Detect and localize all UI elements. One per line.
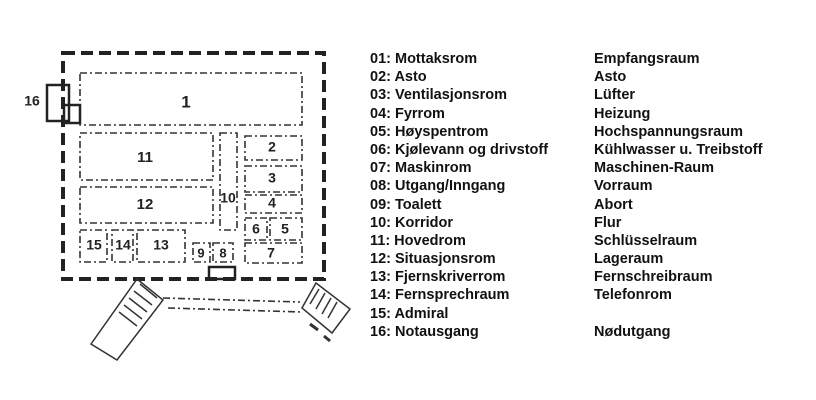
legend-german: Fernschreibraum [594,269,713,286]
legend-german: Kühlwasser u. Treibstoff [594,141,763,158]
label-16: 16 [24,93,40,109]
legend-norwegian: 14: Fernsprechraum [370,287,510,304]
legend-norwegian: 16: Notausgang [370,323,479,340]
legend-german: Heizung [594,105,651,122]
outer-wall [61,51,326,281]
room-12 [79,186,214,224]
legend-german: Telefonrom [594,287,672,304]
legend-norwegian: 15: Admiral [370,305,449,322]
room-8 [212,242,234,263]
room-4 [244,194,303,214]
label-1: 1 [181,92,190,111]
label-15: 15 [86,237,102,253]
left-stairs [89,277,165,361]
legend-norwegian: 12: Situasjonsrom [370,251,496,268]
room-16-inner [62,103,82,125]
legend-german: Vorraum [594,178,653,195]
room-11 [79,132,214,181]
label-8: 8 [219,245,226,260]
room-14 [111,229,134,263]
entrance [207,265,237,281]
room-1 [79,72,303,126]
label-5: 5 [281,221,289,237]
label-3: 3 [268,170,276,186]
right-stairs [301,281,352,343]
legend-german: Asto [594,69,627,86]
legend-norwegian: 11: Hovedrom [370,232,466,249]
room-6 [244,217,268,241]
legend-norwegian: 09: Toalett [370,196,442,213]
legend-german: Empfangsraum [594,51,700,67]
label-6: 6 [252,221,260,237]
legend-german: Lageraum [594,251,664,268]
label-12: 12 [137,196,154,213]
legend-norwegian: 02: Asto [370,69,427,86]
room-5 [269,217,303,241]
legend-norwegian: 04: Fyrrom [370,105,445,122]
room-3 [244,165,303,193]
legend-german: Hochspannungsraum [594,123,744,140]
room-16 [45,83,71,123]
legend-norwegian: 06: Kjølevann og drivstoff [370,141,549,158]
legend-norwegian: 03: Ventilasjonsrom [370,87,507,104]
legend-norwegian: 08: Utgang/Inngang [370,178,506,195]
room-10 [219,132,238,231]
legend-norwegian: 05: Høyspentrom [370,123,489,140]
room-15 [79,229,108,263]
walkway [162,297,303,313]
room-13 [136,229,186,263]
room-9 [192,242,211,263]
label-7: 7 [267,245,275,261]
legend-german: Flur [594,214,622,231]
legend-german: Lüfter [594,87,636,104]
label-9: 9 [197,245,204,260]
legend-german: Schlüsselraum [594,232,698,249]
legend-norwegian: 01: Mottaksrom [370,51,478,67]
label-11: 11 [137,149,153,166]
legend-norwegian: 10: Korridor [370,214,453,231]
room-7 [244,242,303,264]
legend-german: Maschinen-Raum [594,160,715,177]
legend-german: Abort [594,196,633,213]
label-2: 2 [268,139,276,155]
room-2 [244,135,303,161]
legend-german: Nødutgang [594,323,671,340]
legend-norwegian: 13: Fjernskriverrom [370,269,506,286]
label-13: 13 [153,237,169,253]
label-10: 10 [220,190,236,206]
label-14: 14 [115,237,131,253]
legend-norwegian: 07: Maskinrom [370,160,472,177]
label-4: 4 [268,195,276,211]
